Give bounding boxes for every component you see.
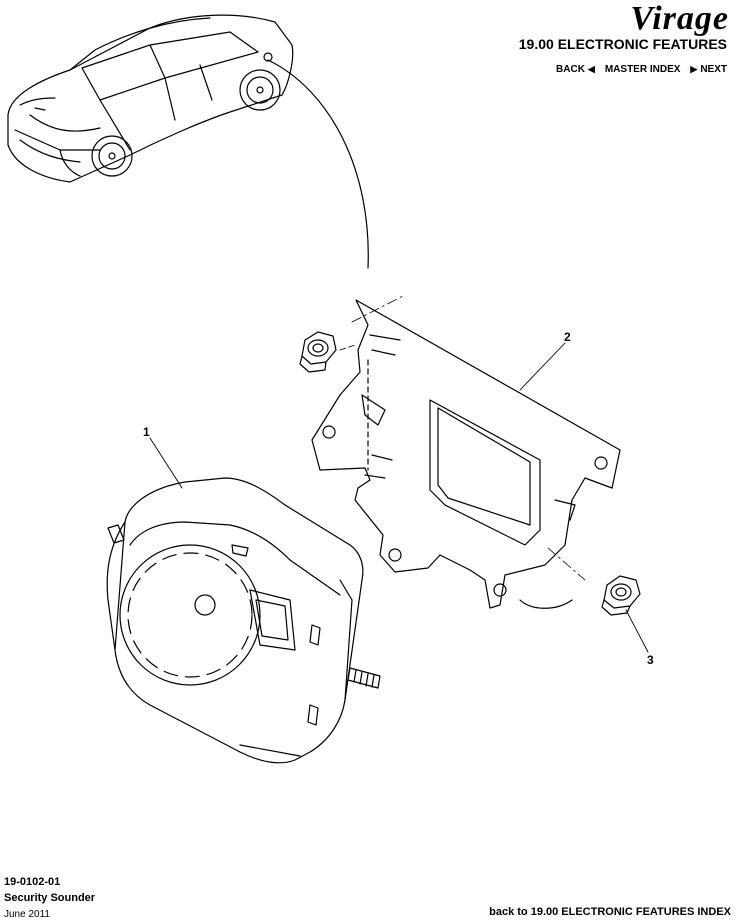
triangle-left-icon: ◀ [587,64,595,74]
master-index-label: MASTER INDEX [604,64,681,75]
back-button[interactable]: BACK ◀ [556,64,595,75]
nav-bar: BACK ◀ MASTER INDEX ▶ NEXT [556,64,727,75]
next-label: NEXT [700,64,727,75]
back-label: BACK [556,64,585,75]
callout-1: 1 [143,425,150,439]
parts-diagram: 1 2 3 [7,14,654,764]
security-sounder [106,477,381,764]
callout-2: 2 [564,330,571,344]
leader-curve [267,59,369,269]
section-title: 19.00 ELECTRONIC FEATURES [518,36,727,52]
publish-date: June 2011 [4,909,50,920]
car-illustration [7,14,294,183]
part-code: 19-0102-01 [4,876,61,888]
upper-nut [299,331,337,373]
back-to-index-link[interactable]: back to 19.00 ELECTRONIC FEATURES INDEX [489,906,731,918]
lower-nut [601,575,641,616]
callout-3: 3 [647,653,654,667]
mounting-bracket [311,299,621,609]
part-name: Security Sounder [4,892,96,904]
next-button[interactable]: ▶ NEXT [690,64,727,75]
master-index-link[interactable]: MASTER INDEX [605,64,681,75]
virage-logo: Virage [630,0,729,37]
triangle-right-icon: ▶ [690,64,698,74]
